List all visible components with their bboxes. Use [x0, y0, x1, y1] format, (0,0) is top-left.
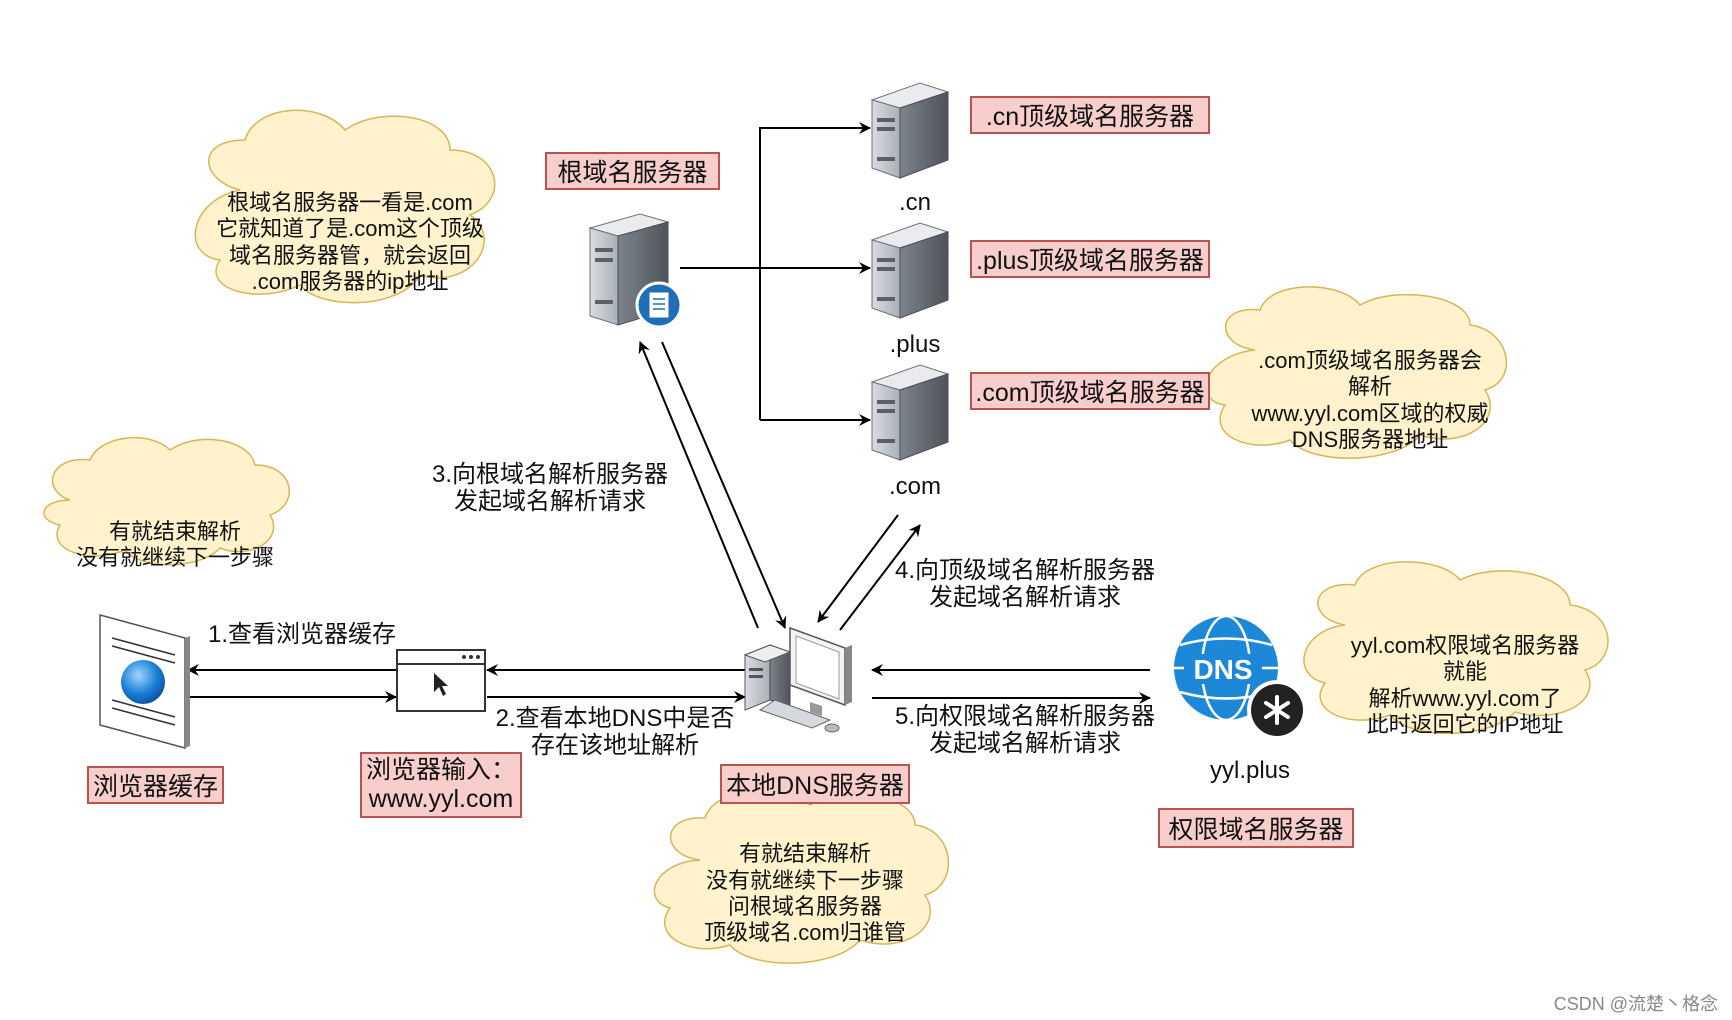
auth-server-title: 权限域名服务器: [1158, 808, 1354, 848]
root-server-icon: [588, 213, 683, 329]
cloud-root-text: 根域名服务器一看是.com 它就知道了是.com这个顶级 域名服务器管，就会返回…: [215, 185, 485, 300]
browser-input-line-2: www.yyl.com: [368, 785, 514, 813]
local-dns-title: 本地DNS服务器: [720, 764, 910, 804]
tld-com-server-icon: [870, 364, 950, 461]
browser-input-line-1: 浏览器输入：: [365, 756, 516, 785]
browser-cache-icon: [99, 614, 190, 749]
step-3-line-2: 发起域名解析请求: [454, 487, 646, 515]
tld-plus-server-icon: [870, 222, 950, 319]
arrow-tld-to-local: [817, 514, 899, 623]
line-branch-to-cn: [759, 122, 871, 420]
step-2-line-2: 存在该地址解析: [531, 731, 699, 759]
cloud-auth-line-2: 解析www.yyl.com了: [1368, 685, 1562, 711]
browser-cache-title: 浏览器缓存: [87, 766, 224, 804]
arrow-local-to-tld: [839, 524, 921, 631]
cloud-root-line-4: .com服务器的ip地址: [251, 268, 449, 294]
asterisk-icon: [1264, 695, 1290, 725]
step-2-label: 2.查看本地DNS中是否 存在该地址解析: [490, 705, 740, 760]
cloud-local-text: 有就结束解析 没有就继续下一步骤 问根域名服务器 顶级域名.com归谁管: [690, 838, 920, 950]
cloud-com-note: [1205, 286, 1508, 459]
tld-cn-name: .cn: [898, 189, 931, 216]
cloud-com-line-3: DNS服务器地址: [1291, 426, 1449, 452]
cloud-auth-line-1: yyl.com权限域名服务器就能: [1350, 632, 1580, 685]
cloud-auth-line-3: 此时返回它的IP地址: [1366, 711, 1564, 737]
tld-cn-title: .cn顶级域名服务器: [970, 96, 1210, 134]
cloud-auth-text: yyl.com权限域名服务器就能 解析www.yyl.com了 此时返回它的IP…: [1340, 633, 1590, 737]
step-4-line-1: 4.向顶级域名解析服务器: [894, 557, 1155, 584]
cloud-com-line-2: www.yyl.com区域的权威: [1251, 400, 1489, 426]
step-5-line-2: 发起域名解析请求: [929, 729, 1121, 757]
step-3-line-1: 3.向根域名解析服务器: [431, 461, 668, 488]
tld-com-title: .com顶级域名服务器: [970, 372, 1210, 410]
cloud-browser-line-2: 没有就继续下一步骤: [75, 545, 274, 570]
cloud-com-text: .com顶级域名服务器会解析 www.yyl.com区域的权威 DNS服务器地址: [1250, 348, 1490, 452]
cloud-browser-line-1: 有就结束解析: [108, 518, 241, 544]
cloud-local-line-4: 顶级域名.com归谁管: [704, 920, 906, 946]
root-server-title: 根域名服务器: [545, 152, 720, 190]
step-4-label: 4.向顶级域名解析服务器 发起域名解析请求: [885, 557, 1165, 612]
dns-globe-icon: DNS: [1174, 614, 1307, 740]
step-2-line-1: 2.查看本地DNS中是否: [495, 705, 735, 732]
cloud-root-line-1: 根域名服务器一看是.com: [227, 189, 473, 215]
step-3-label: 3.向根域名解析服务器 发起域名解析请求: [425, 461, 675, 516]
step-5-line-1: 5.向权限域名解析服务器: [894, 703, 1155, 730]
cloud-local-line-1: 有就结束解析: [738, 841, 871, 867]
cloud-local-line-3: 问根域名服务器: [727, 894, 882, 919]
cloud-root-note: [194, 109, 496, 304]
step-5-label: 5.向权限域名解析服务器 发起域名解析请求: [885, 703, 1165, 758]
cloud-auth-note: [1303, 561, 1609, 735]
tld-com-name: .com: [888, 473, 941, 500]
tld-plus-title: .plus顶级域名服务器: [970, 240, 1210, 278]
tld-cn-server-icon: [870, 82, 950, 179]
cloud-local-line-2: 没有就继续下一步骤: [705, 867, 904, 893]
cloud-browser-text: 有就结束解析 没有就继续下一步骤: [70, 515, 280, 575]
watermark: CSDN @流楚丶格念: [1553, 994, 1718, 1014]
browser-window-icon: [396, 649, 486, 712]
step-4-line-2: 发起域名解析请求: [929, 583, 1121, 611]
cloud-root-line-2: 它就知道了是.com这个顶级: [216, 216, 484, 242]
browser-input-title: 浏览器输入： www.yyl.com: [360, 752, 522, 818]
cloud-com-line-1: .com顶级域名服务器会解析: [1258, 347, 1482, 400]
local-dns-computer-icon: [743, 626, 852, 733]
arrow-local-to-root: [638, 341, 759, 629]
cloud-root-line-3: 域名服务器管，就会返回: [228, 242, 471, 268]
step-1-label: 1.查看浏览器缓存: [208, 621, 397, 648]
dns-icon-text: DNS: [1193, 654, 1252, 685]
auth-server-name: yyl.plus: [1209, 757, 1291, 784]
tld-plus-name: .plus: [889, 331, 941, 358]
arrow-root-to-local: [661, 341, 787, 629]
cloud-browser-note: [43, 437, 290, 566]
